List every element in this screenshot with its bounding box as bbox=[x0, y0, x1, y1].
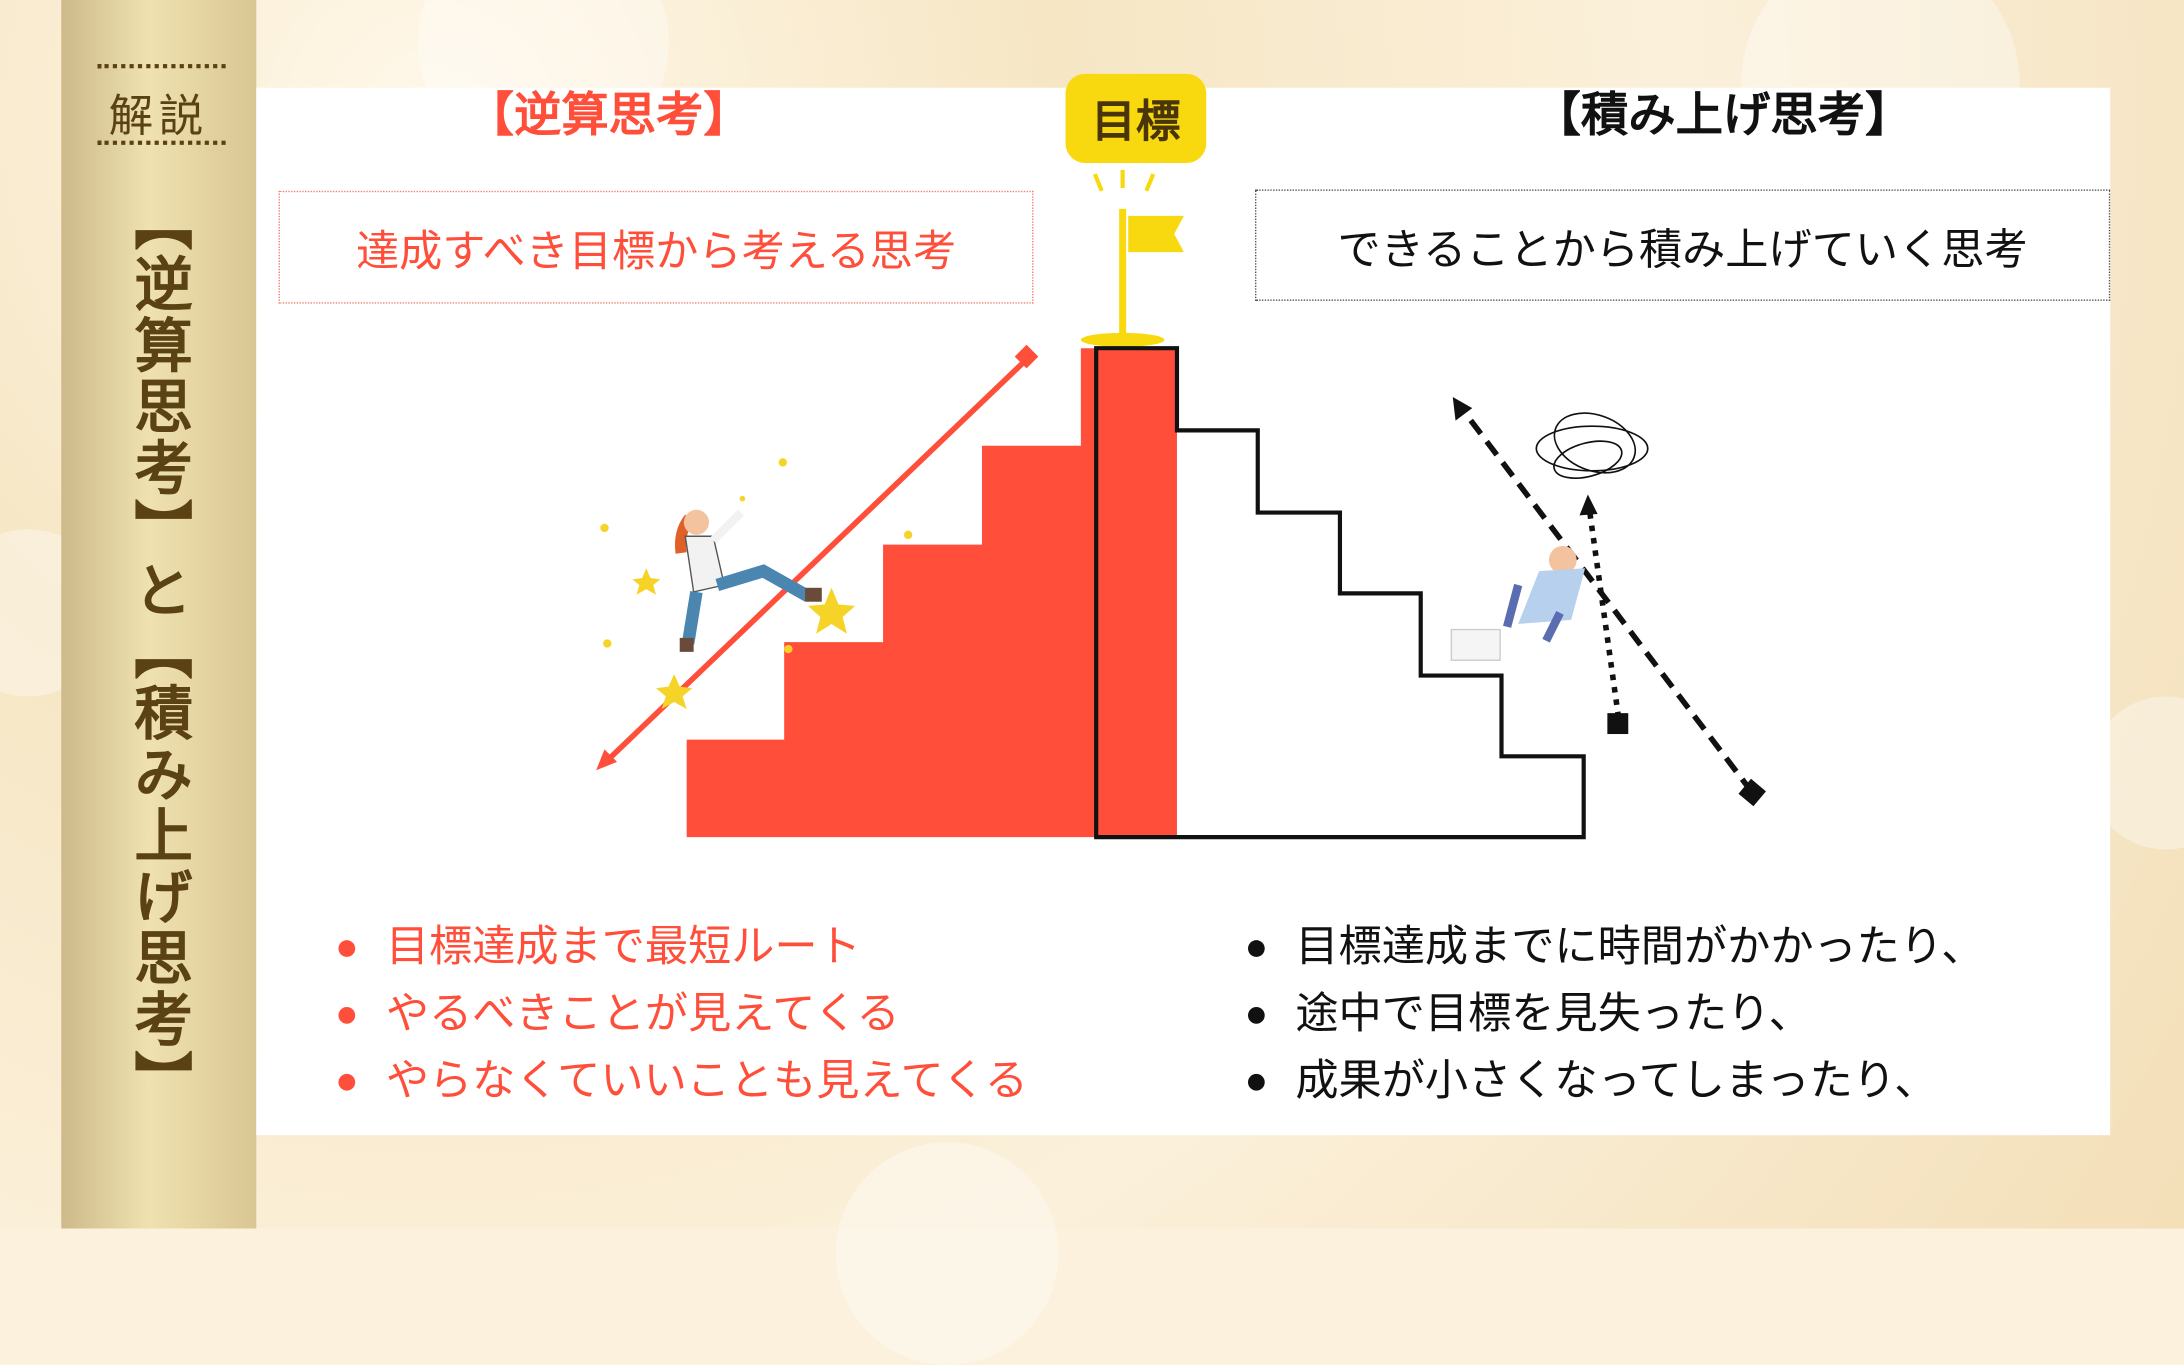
left-definition-box: 達成すべき目標から考える思考 bbox=[278, 190, 1034, 304]
dotted-divider bbox=[97, 140, 226, 145]
list-item: 成果が小さくなってしまったり、 bbox=[1248, 1047, 1984, 1114]
list-item: やらなくていいことも見えてくる bbox=[338, 1047, 1028, 1114]
left-points-list: 目標達成まで最短ルート やるべきことが見えてくる やらなくていいことも見えてくる bbox=[338, 914, 1028, 1115]
wandering-arrows-icon bbox=[1452, 396, 1766, 807]
goal-flag-icon bbox=[1080, 169, 1184, 347]
content-panel bbox=[256, 87, 2111, 1136]
stars-decoration bbox=[600, 458, 913, 709]
dotted-divider bbox=[97, 64, 226, 69]
left-definition: 達成すべき目標から考える思考 bbox=[355, 227, 957, 278]
confused-person-icon bbox=[1450, 546, 1586, 661]
list-item: 目標達成まで最短ルート bbox=[338, 914, 1027, 981]
right-definition: できることから積み上げていく思考 bbox=[1337, 224, 2028, 276]
sidebar-title: 【逆算思考】と【積み上げ思考】 bbox=[125, 192, 194, 1112]
right-points-list: 目標達成までに時間がかかったり、 途中で目標を見失ったり、 成果が小さくなってし… bbox=[1248, 914, 1984, 1115]
confused-scribble-icon bbox=[1535, 412, 1649, 479]
left-title: 【逆算思考】 bbox=[466, 87, 751, 144]
goal-badge: 目標 bbox=[1065, 73, 1207, 163]
staircase-illustration bbox=[596, 169, 1766, 840]
list-item: 目標達成までに時間がかかったり、 bbox=[1248, 914, 1984, 981]
right-definition-box: できることから積み上げていく思考 bbox=[1254, 189, 2111, 301]
right-title: 【積み上げ思考】 bbox=[1533, 87, 1913, 144]
climbing-person-icon bbox=[675, 509, 822, 652]
list-item: やるべきことが見えてくる bbox=[338, 981, 1027, 1048]
outline-staircase bbox=[1094, 346, 1586, 840]
list-item: 途中で目標を見失ったり、 bbox=[1248, 981, 1984, 1048]
red-staircase bbox=[686, 348, 1177, 838]
sidebar: 解説 【逆算思考】と【積み上げ思考】 bbox=[61, 0, 257, 1229]
sidebar-label: 解説 bbox=[108, 89, 209, 143]
